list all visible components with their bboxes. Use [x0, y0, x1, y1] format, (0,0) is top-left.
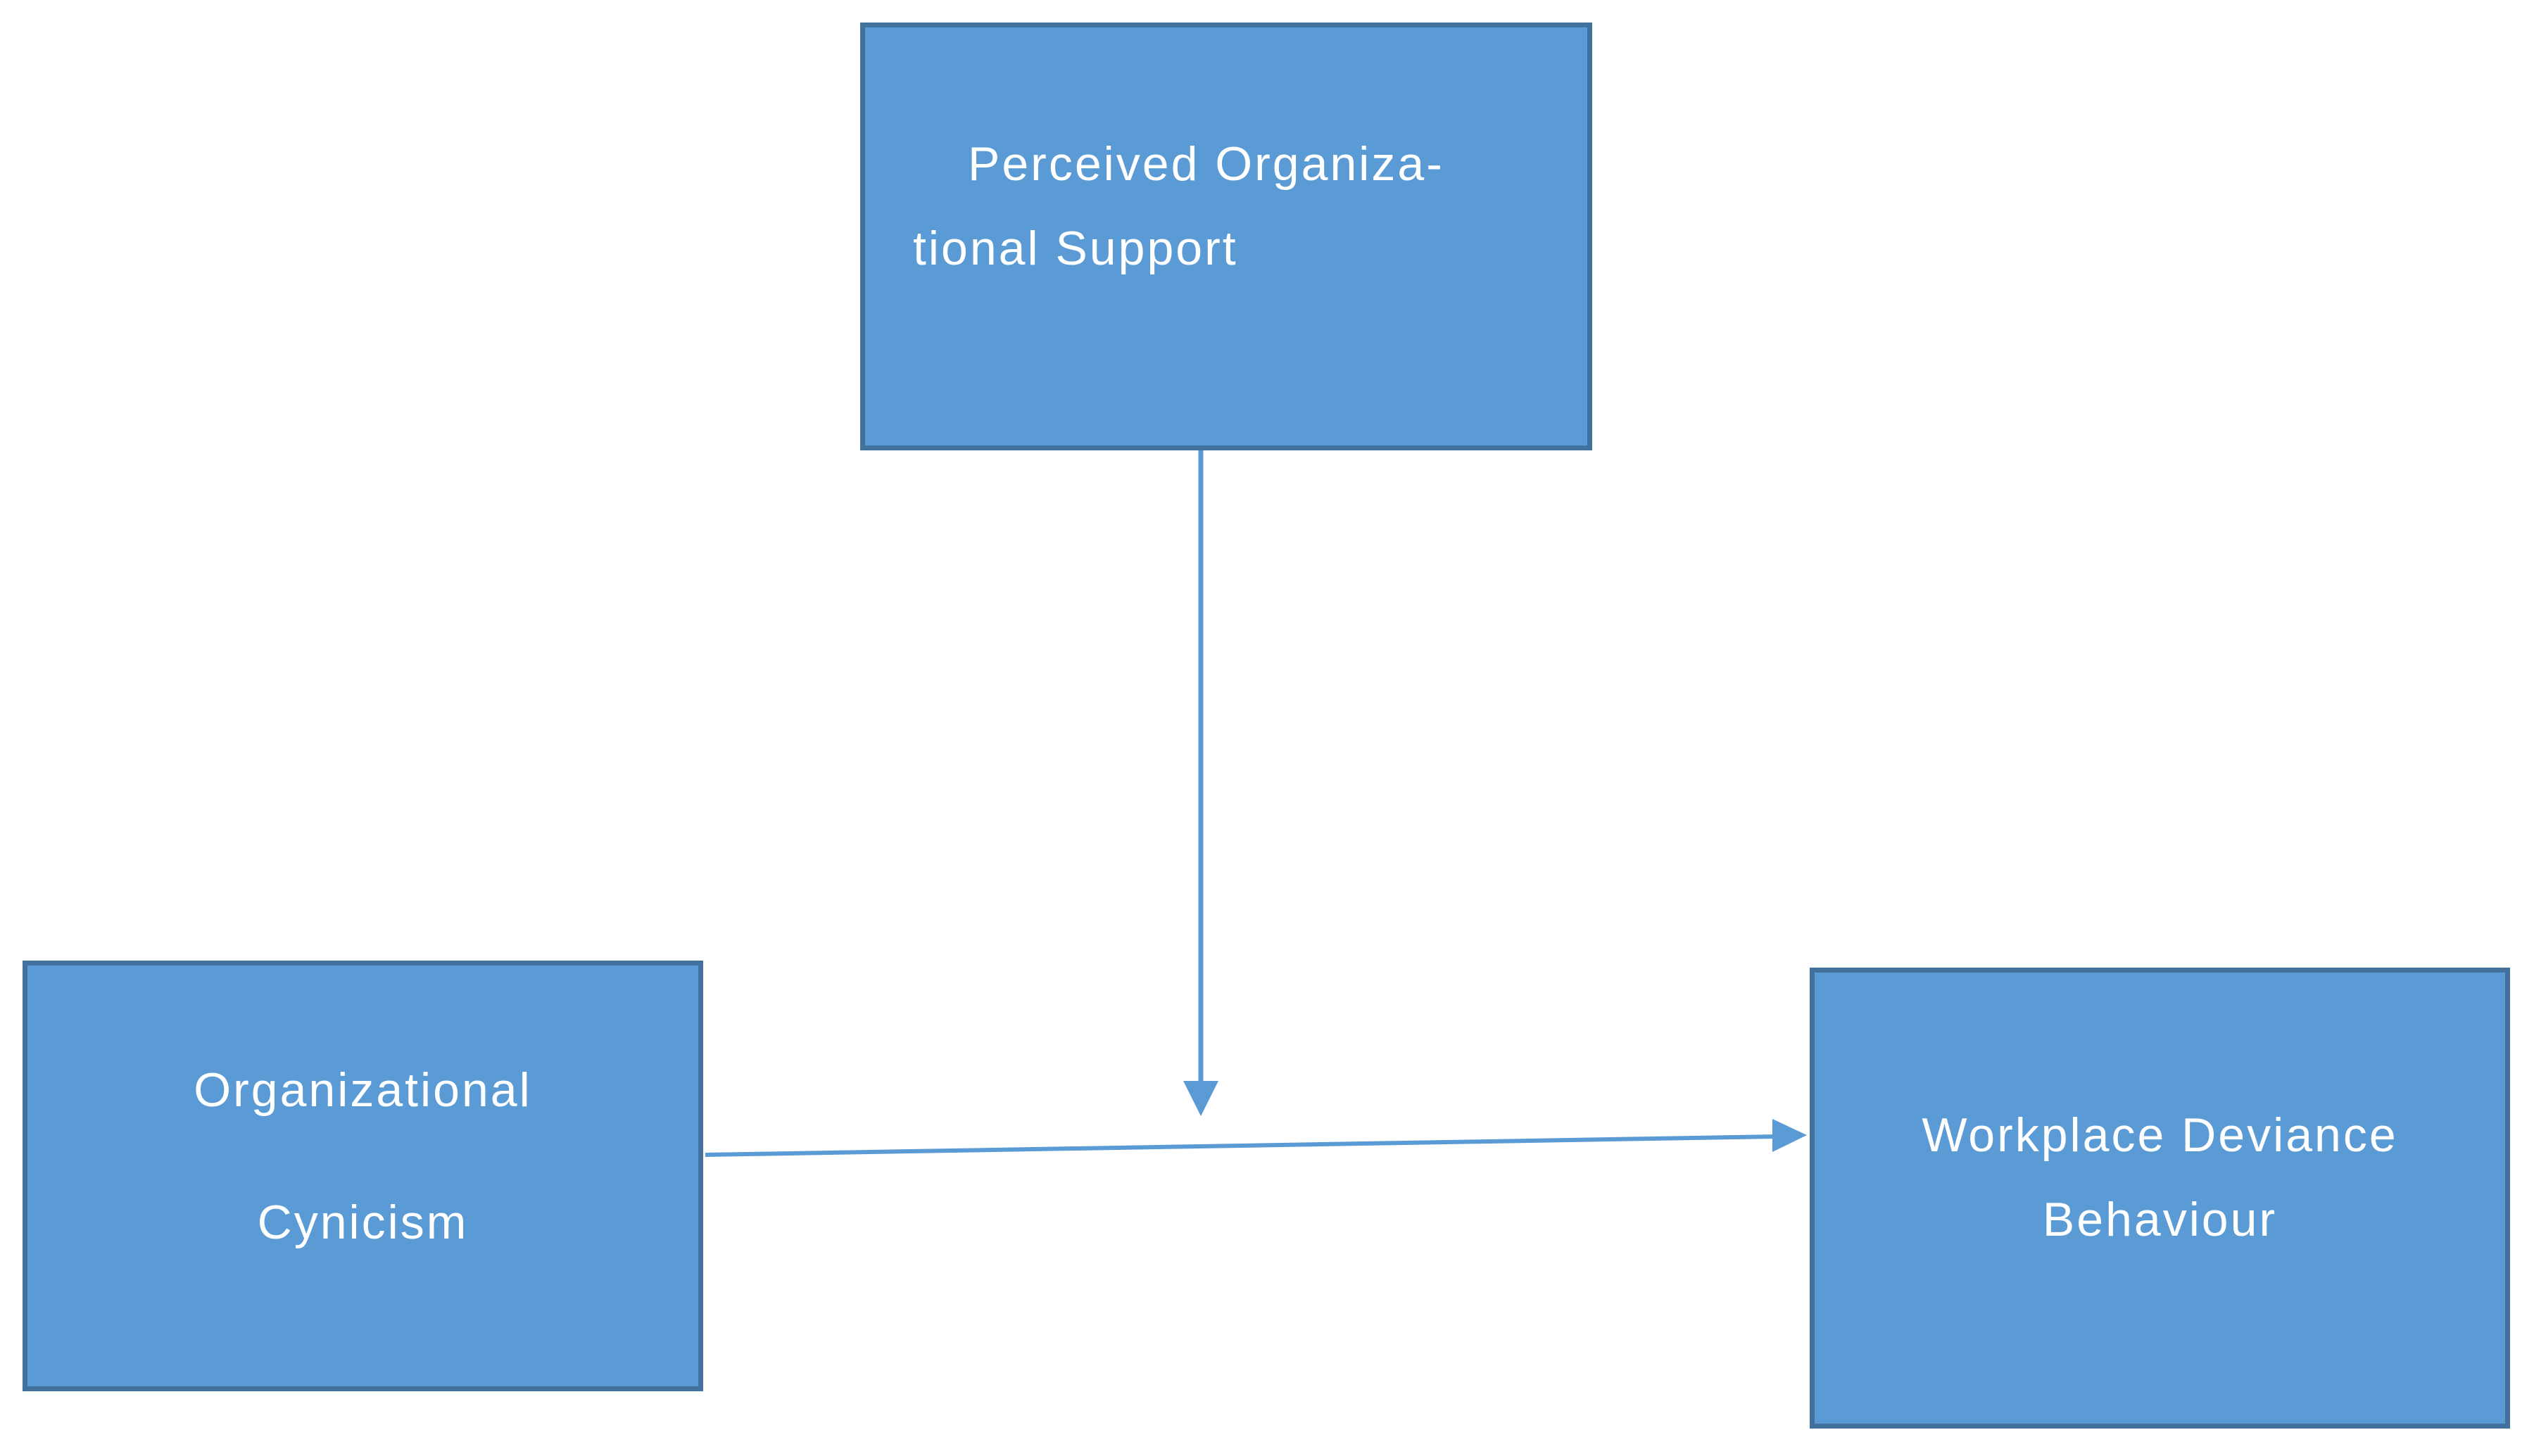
node-moderator: Perceived Organiza- tional Support — [860, 23, 1592, 450]
down-arrow-icon — [1183, 1081, 1218, 1116]
node-independent-label-line2: Cynicism — [257, 1196, 469, 1249]
node-dependent-label-line1: Workplace Deviance — [1922, 1108, 2398, 1162]
node-dependent-label-line2: Behaviour — [2042, 1193, 2278, 1246]
right-arrow-icon — [1772, 1119, 1807, 1152]
node-independent: Organizational Cynicism — [23, 961, 703, 1391]
node-moderator-label-line2: tional Support — [913, 222, 1238, 275]
node-dependent: Workplace Deviance Behaviour — [1810, 968, 2510, 1429]
node-moderator-label-line1: Perceived Organiza- — [968, 137, 1444, 191]
direct-effect-arrow — [705, 1134, 1776, 1157]
node-independent-label-line1: Organizational — [194, 1063, 532, 1117]
